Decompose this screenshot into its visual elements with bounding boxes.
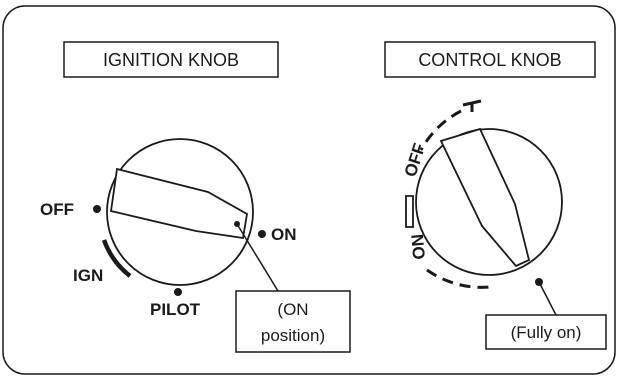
ignition-knob-section: IGNITION KNOB OFF IGN PILOT ON (ON posit… (40, 41, 351, 353)
ign-callout-leader (236, 223, 279, 292)
ign-range-arc (101, 239, 132, 278)
ign-on-label: ON (271, 225, 297, 244)
control-callout-leader (538, 281, 557, 316)
ign-callout-anchor (234, 221, 240, 227)
control-callout-box (485, 314, 607, 350)
ign-callout-line2: position) (261, 326, 325, 345)
ign-off-label: OFF (40, 200, 74, 219)
control-knob-pointer (439, 127, 531, 268)
ign-pilot-dot (174, 288, 182, 296)
ign-callout-line1: (ON (277, 300, 308, 319)
diagram-frame (2, 5, 616, 375)
control-stop-tick (462, 99, 482, 112)
control-scale-arc-bottom (426, 268, 491, 289)
control-on-label: ON (408, 233, 429, 260)
control-knob-title: CONTROL KNOB (418, 50, 561, 70)
ignition-knob-pointer (109, 167, 248, 240)
ignition-knob-title: IGNITION KNOB (103, 50, 239, 70)
ign-pilot-label: PILOT (150, 300, 201, 319)
control-callout-text: (Fully on) (511, 323, 582, 342)
ign-on-dot (258, 230, 266, 238)
control-knob-title-box (384, 41, 596, 78)
control-scale-arc-top (419, 109, 462, 151)
ign-ign-label: IGN (73, 266, 103, 285)
ign-callout-box (235, 290, 351, 353)
ignition-knob-title-box (63, 41, 279, 78)
control-range-marker (405, 195, 414, 228)
ign-off-dot (93, 205, 101, 213)
control-knob-section: CONTROL KNOB OFF ON (Fully on) (384, 41, 607, 350)
